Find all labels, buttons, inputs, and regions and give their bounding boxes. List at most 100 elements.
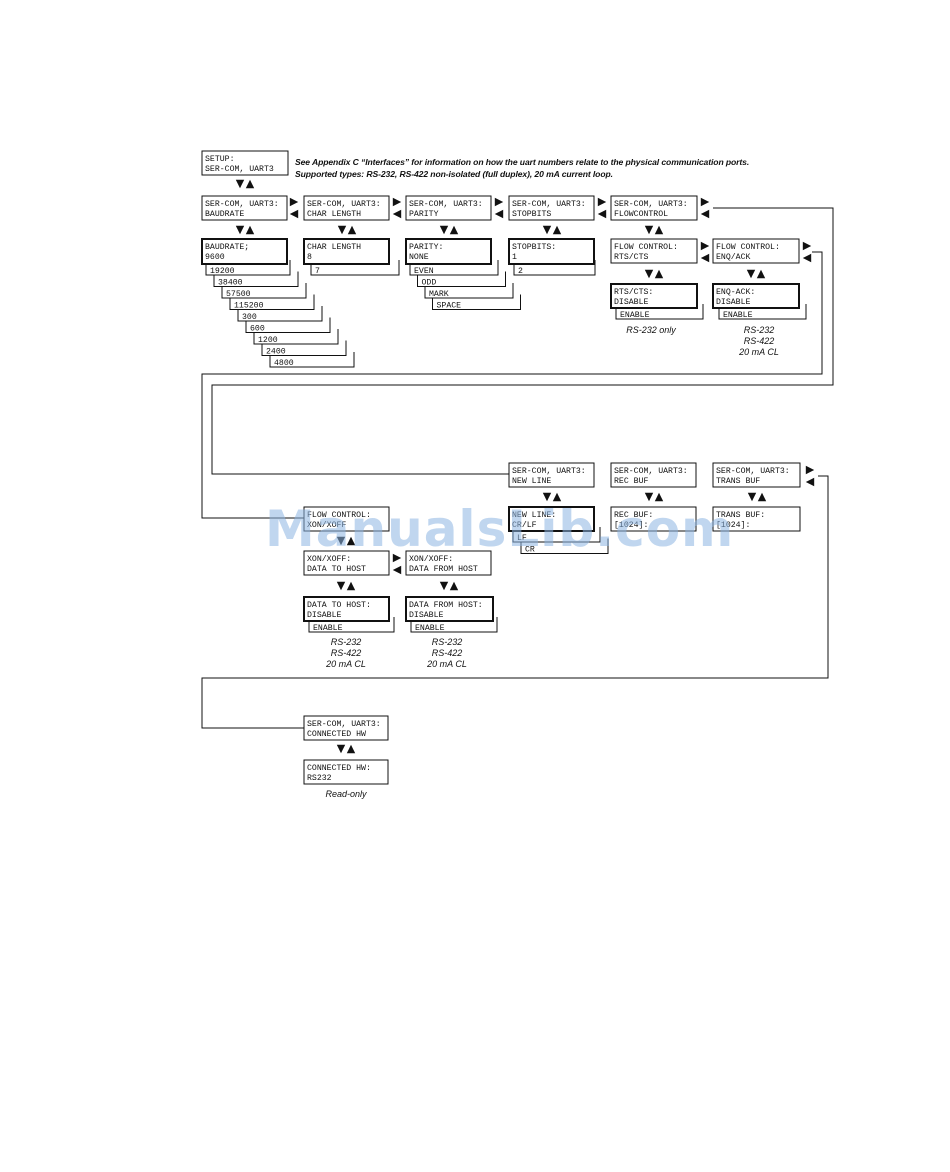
- baudrate-option[interactable]: 2400: [261, 340, 347, 357]
- stopbits-option[interactable]: 2: [513, 260, 596, 276]
- menu-box-flow-rts[interactable]: FLOW CONTROL:RTS/CTS: [610, 238, 698, 264]
- up-arrow-icon[interactable]: [449, 581, 459, 591]
- menu-box-parity-val[interactable]: PARITY:NONE: [405, 238, 492, 265]
- left-arrow-icon[interactable]: [802, 253, 812, 263]
- right-arrow-icon[interactable]: [289, 197, 299, 207]
- up-arrow-icon[interactable]: [346, 536, 356, 546]
- char-length-option[interactable]: 7: [310, 260, 400, 276]
- menu-box-xon-to[interactable]: XON/XOFF:DATA TO HOST: [303, 550, 390, 576]
- up-arrow-icon[interactable]: [654, 225, 664, 235]
- menu-box-m-baud[interactable]: SER-COM, UART3:BAUDRATE: [201, 195, 288, 221]
- stopbits-option-label: 2: [518, 267, 523, 276]
- menu-box-m-newline[interactable]: SER-COM, UART3:NEW LINE: [508, 462, 595, 488]
- parity-option[interactable]: SPACE: [432, 294, 521, 311]
- right-arrow-icon[interactable]: [805, 465, 815, 475]
- menu-box-line: 8: [307, 253, 312, 262]
- baudrate-option[interactable]: 19200: [205, 260, 291, 276]
- right-arrow-icon[interactable]: [700, 197, 710, 207]
- left-arrow-icon[interactable]: [700, 253, 710, 263]
- up-arrow-icon[interactable]: [756, 269, 766, 279]
- menu-box-conn-val[interactable]: CONNECTED HW:RS232: [303, 759, 389, 785]
- up-arrow-icon[interactable]: [346, 581, 356, 591]
- menu-box-m-conn[interactable]: SER-COM, UART3:CONNECTED HW: [303, 715, 389, 741]
- menu-box-setup[interactable]: SETUP:SER-COM, UART3: [201, 150, 289, 176]
- enq-ack-option[interactable]: ENABLE: [718, 304, 807, 320]
- menu-box-transbuf-val[interactable]: TRANS BUF:[1024]:: [712, 506, 801, 532]
- new-line-option[interactable]: CR: [520, 538, 609, 555]
- down-arrow-icon[interactable]: [439, 581, 449, 591]
- left-arrow-icon[interactable]: [700, 209, 710, 219]
- to-caption-line: RS-232: [330, 637, 362, 647]
- right-arrow-icon[interactable]: [597, 197, 607, 207]
- down-arrow-icon[interactable]: [644, 225, 654, 235]
- left-arrow-icon[interactable]: [597, 209, 607, 219]
- up-arrow-icon[interactable]: [654, 269, 664, 279]
- data-from-host-option[interactable]: ENABLE: [410, 617, 498, 633]
- down-arrow-icon[interactable]: [337, 225, 347, 235]
- menu-box-flow-enq[interactable]: FLOW CONTROL:ENQ/ACK: [712, 238, 800, 264]
- menu-box-m-transbuf[interactable]: SER-COM, UART3:TRANS BUF: [712, 462, 801, 488]
- menu-box-enq-val[interactable]: ENQ-ACK:DISABLE: [712, 283, 800, 309]
- down-arrow-icon[interactable]: [644, 492, 654, 502]
- baudrate-option[interactable]: 300: [237, 306, 323, 322]
- left-arrow-icon[interactable]: [494, 209, 504, 219]
- down-arrow-icon[interactable]: [746, 269, 756, 279]
- down-arrow-icon[interactable]: [439, 225, 449, 235]
- baudrate-option[interactable]: 600: [245, 317, 331, 334]
- up-arrow-icon[interactable]: [757, 492, 767, 502]
- up-arrow-icon[interactable]: [449, 225, 459, 235]
- right-arrow-icon[interactable]: [392, 197, 402, 207]
- baudrate-option[interactable]: 38400: [213, 271, 299, 288]
- menu-box-m-char[interactable]: SER-COM, UART3:CHAR LENGTH: [303, 195, 390, 221]
- baudrate-option[interactable]: 57500: [221, 283, 307, 299]
- menu-box-recbuf-val[interactable]: REC BUF:[1024]:: [610, 506, 697, 532]
- parity-option[interactable]: EVEN: [409, 260, 499, 276]
- down-arrow-icon[interactable]: [336, 581, 346, 591]
- menu-box-flow-xon[interactable]: FLOW CONTROL:XON/XOFF: [303, 506, 390, 532]
- down-arrow-icon[interactable]: [542, 492, 552, 502]
- menu-box-m-flow[interactable]: SER-COM, UART3:FLOWCONTROL: [610, 195, 698, 221]
- new-line-option[interactable]: LF: [512, 527, 601, 543]
- menu-box-to-val[interactable]: DATA TO HOST:DISABLE: [303, 596, 390, 622]
- down-arrow-icon[interactable]: [336, 744, 346, 754]
- down-arrow-icon[interactable]: [235, 225, 245, 235]
- up-arrow-icon[interactable]: [654, 492, 664, 502]
- menu-box-xon-from[interactable]: XON/XOFF:DATA FROM HOST: [405, 550, 492, 576]
- up-arrow-icon[interactable]: [552, 225, 562, 235]
- right-arrow-icon[interactable]: [392, 553, 402, 563]
- menu-box-rts-val[interactable]: RTS/CTS:DISABLE: [610, 283, 698, 309]
- down-arrow-icon[interactable]: [235, 179, 245, 189]
- right-arrow-icon[interactable]: [802, 241, 812, 251]
- left-arrow-icon[interactable]: [392, 565, 402, 575]
- left-arrow-icon[interactable]: [289, 209, 299, 219]
- baudrate-option[interactable]: 115200: [229, 294, 315, 311]
- menu-box-m-parity[interactable]: SER-COM, UART3:PARITY: [405, 195, 492, 221]
- rts-cts-option[interactable]: ENABLE: [615, 304, 704, 320]
- down-arrow-icon[interactable]: [542, 225, 552, 235]
- parity-option[interactable]: MARK: [424, 283, 514, 299]
- baudrate-option[interactable]: 4800: [269, 352, 355, 368]
- up-arrow-icon[interactable]: [245, 179, 255, 189]
- up-arrow-icon[interactable]: [347, 225, 357, 235]
- menu-box-stop-val[interactable]: STOPBITS:1: [508, 238, 595, 265]
- down-arrow-icon[interactable]: [747, 492, 757, 502]
- left-arrow-icon[interactable]: [805, 477, 815, 487]
- down-arrow-icon[interactable]: [336, 536, 346, 546]
- data-to-host-option[interactable]: ENABLE: [308, 617, 395, 633]
- menu-box-from-val[interactable]: DATA FROM HOST:DISABLE: [405, 596, 494, 622]
- menu-box-line: TRANS BUF: [716, 477, 760, 486]
- up-arrow-icon[interactable]: [552, 492, 562, 502]
- up-arrow-icon[interactable]: [245, 225, 255, 235]
- menu-box-m-stop[interactable]: SER-COM, UART3:STOPBITS: [508, 195, 595, 221]
- up-arrow-icon[interactable]: [346, 744, 356, 754]
- menu-box-m-recbuf[interactable]: SER-COM, UART3:REC BUF: [610, 462, 697, 488]
- baudrate-option[interactable]: 1200: [253, 329, 339, 345]
- menu-box-newline-val[interactable]: NEW LINE:CR/LF: [508, 506, 595, 532]
- down-arrow-icon[interactable]: [644, 269, 654, 279]
- right-arrow-icon[interactable]: [700, 241, 710, 251]
- left-arrow-icon[interactable]: [392, 209, 402, 219]
- right-arrow-icon[interactable]: [494, 197, 504, 207]
- parity-option[interactable]: ODD: [417, 271, 506, 288]
- menu-box-baud-val[interactable]: BAUDRATE;9600: [201, 238, 288, 265]
